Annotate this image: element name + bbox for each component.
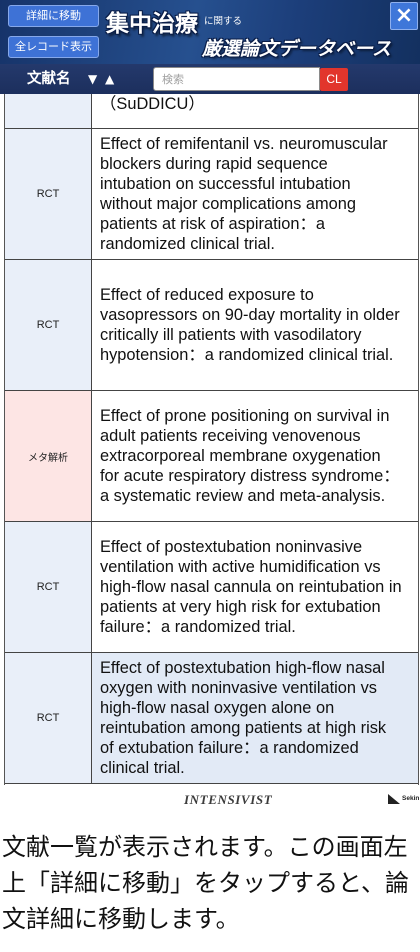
article-row[interactable]: RCT Effect of reduced exposure to vasopr…: [5, 260, 418, 391]
intensivist-logo: INTENSIVIST: [184, 792, 273, 807]
close-icon: [391, 3, 417, 29]
sponsor-logo-icon: [388, 794, 400, 804]
app-header: 詳細に移動 全レコード表示 集中治療 に関する 厳選論文データベース: [0, 0, 420, 64]
article-type: RCT: [5, 260, 92, 390]
article-type: メタ解析: [5, 391, 92, 521]
article-title: Effect of reduced exposure to vasopresso…: [92, 260, 418, 390]
article-title: （SuDDICU）: [92, 94, 418, 128]
app-title-main: 集中治療: [106, 11, 198, 37]
article-type: RCT: [5, 653, 92, 783]
go-to-detail-button[interactable]: 詳細に移動: [8, 5, 99, 27]
instruction-caption-line: 上「詳細に移動」をタップすると、論: [2, 869, 410, 897]
search-input[interactable]: [153, 67, 320, 91]
close-button[interactable]: [390, 2, 418, 30]
sort-ascending-icon[interactable]: [105, 64, 114, 94]
article-list[interactable]: （SuDDICU） RCT Effect of remifentanil vs.…: [4, 94, 419, 785]
article-type: RCT: [5, 129, 92, 259]
article-type: RCT: [5, 522, 92, 652]
article-row[interactable]: メタ解析 Effect of prone positioning on surv…: [5, 391, 418, 522]
sort-search-bar: 文献名 CL: [0, 64, 420, 94]
article-row[interactable]: RCT Effect of remifentanil vs. neuromusc…: [5, 129, 418, 260]
article-title: Effect of prone positioning on survival …: [92, 391, 418, 521]
instruction-caption-line: 文献一覧が表示されます。この画面左: [2, 833, 408, 861]
sort-field-label[interactable]: 文献名: [27, 71, 71, 87]
article-title: Effect of remifentanil vs. neuromuscular…: [92, 129, 418, 259]
article-title: Effect of postextubation high-flow nasal…: [92, 653, 418, 783]
sponsor-logo: Sekin: [388, 793, 420, 809]
show-all-records-button[interactable]: 全レコード表示: [8, 36, 99, 58]
app-footer: INTENSIVIST Sekin: [0, 785, 420, 815]
instruction-caption: 文献一覧が表示されます。この画面左 上「詳細に移動」をタップすると、論 文詳細に…: [2, 829, 418, 941]
article-row[interactable]: RCT Effect of postextubation noninvasive…: [5, 522, 418, 653]
sponsor-logo-text: Sekin: [402, 795, 420, 802]
article-row[interactable]: （SuDDICU）: [5, 94, 418, 129]
app-title-sub: 厳選論文データベース: [202, 38, 392, 60]
article-row-selected[interactable]: RCT Effect of postextubation high-flow n…: [5, 653, 418, 784]
app-title-connector: に関する: [204, 16, 243, 27]
article-title: Effect of postextubation noninvasive ven…: [92, 522, 418, 652]
instruction-caption-line: 文詳細に移動します。: [2, 905, 240, 933]
sort-descending-icon[interactable]: [88, 64, 97, 94]
clear-search-button[interactable]: CL: [320, 68, 348, 91]
article-type: [5, 94, 92, 128]
